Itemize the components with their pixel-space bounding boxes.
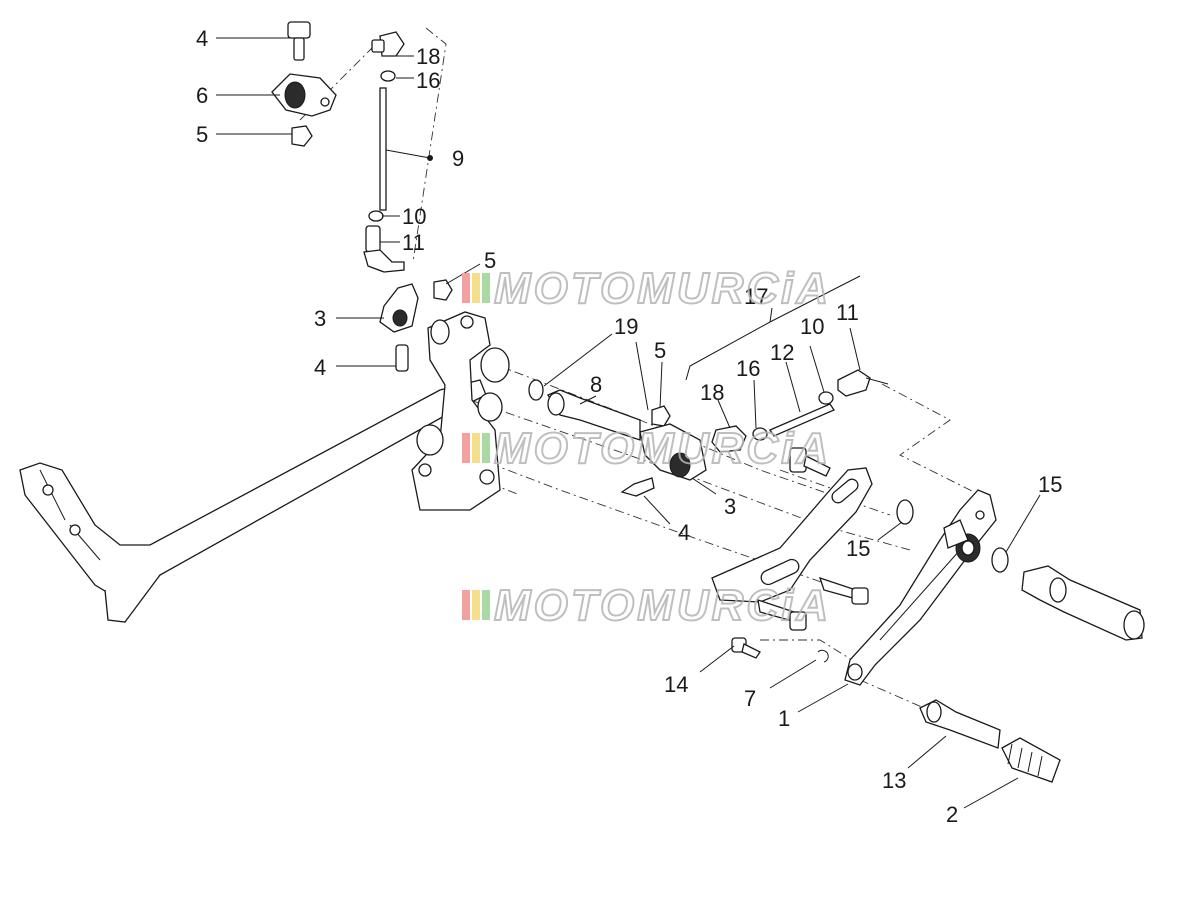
- shift-pedal: [844, 489, 997, 686]
- footrest-bar: [19, 379, 487, 623]
- callout-4: 4: [196, 26, 208, 51]
- callout-6: 6: [196, 83, 208, 108]
- lever-upper: [379, 279, 453, 372]
- watermark-text: MOTOMURCiA: [494, 264, 831, 313]
- callout-13: 13: [882, 768, 906, 793]
- callout-4: 4: [314, 355, 326, 380]
- callout-10: 10: [402, 204, 426, 229]
- callout-3: 3: [724, 494, 736, 519]
- watermark-text: MOTOMURCiA: [494, 581, 831, 630]
- heel-plate-bolts: [731, 576, 869, 659]
- callout-11: 11: [836, 300, 859, 325]
- callout-4: 4: [678, 520, 690, 545]
- callout-labels: 4 6 5 18 16 9 10 11 5 3 4 17 19 5 8 18 1…: [196, 26, 1062, 827]
- callout-15: 15: [846, 536, 870, 561]
- callout-5: 5: [654, 338, 666, 363]
- leader-lines: [216, 37, 1041, 809]
- callout-7: 7: [744, 686, 756, 711]
- watermark-bottom: MOTOMURCiA: [462, 580, 831, 631]
- circlip: [817, 649, 829, 663]
- callout-3: 3: [314, 306, 326, 331]
- watermark-text: MOTOMURCiA: [494, 424, 831, 473]
- callout-16: 16: [736, 356, 760, 381]
- callout-19: 19: [614, 314, 638, 339]
- washers: [896, 499, 1009, 573]
- watermark-stripes: [462, 433, 490, 463]
- peg-pin: [919, 699, 1061, 783]
- callout-10: 10: [800, 314, 824, 339]
- callout-18: 18: [700, 380, 724, 405]
- callout-16: 16: [416, 68, 440, 93]
- watermark-middle: MOTOMURCiA: [462, 423, 831, 474]
- callout-9: 9: [452, 146, 464, 171]
- callout-18: 18: [416, 44, 440, 69]
- linkage-rod-upper: [363, 31, 405, 273]
- callout-5: 5: [196, 122, 208, 147]
- callout-15: 15: [1038, 472, 1062, 497]
- clamp-assembly-top: [271, 21, 337, 147]
- callout-5: 5: [484, 248, 496, 273]
- callout-14: 14: [664, 672, 688, 697]
- heel-plate: [711, 467, 873, 603]
- callout-12: 12: [770, 340, 794, 365]
- callout-8: 8: [590, 372, 602, 397]
- callout-1: 1: [778, 706, 790, 731]
- callout-2: 2: [946, 802, 958, 827]
- watermark-top: MOTOMURCiA: [462, 263, 831, 314]
- linkage-rod-lower: [711, 369, 889, 453]
- watermark-stripes: [462, 590, 490, 620]
- callout-11: 11: [402, 230, 425, 255]
- footpeg: [1021, 565, 1145, 641]
- callout-17: 17: [744, 284, 768, 309]
- pivot-bolt: [789, 447, 831, 477]
- watermark-stripes: [462, 273, 490, 303]
- shift-shaft-assembly: [528, 379, 707, 497]
